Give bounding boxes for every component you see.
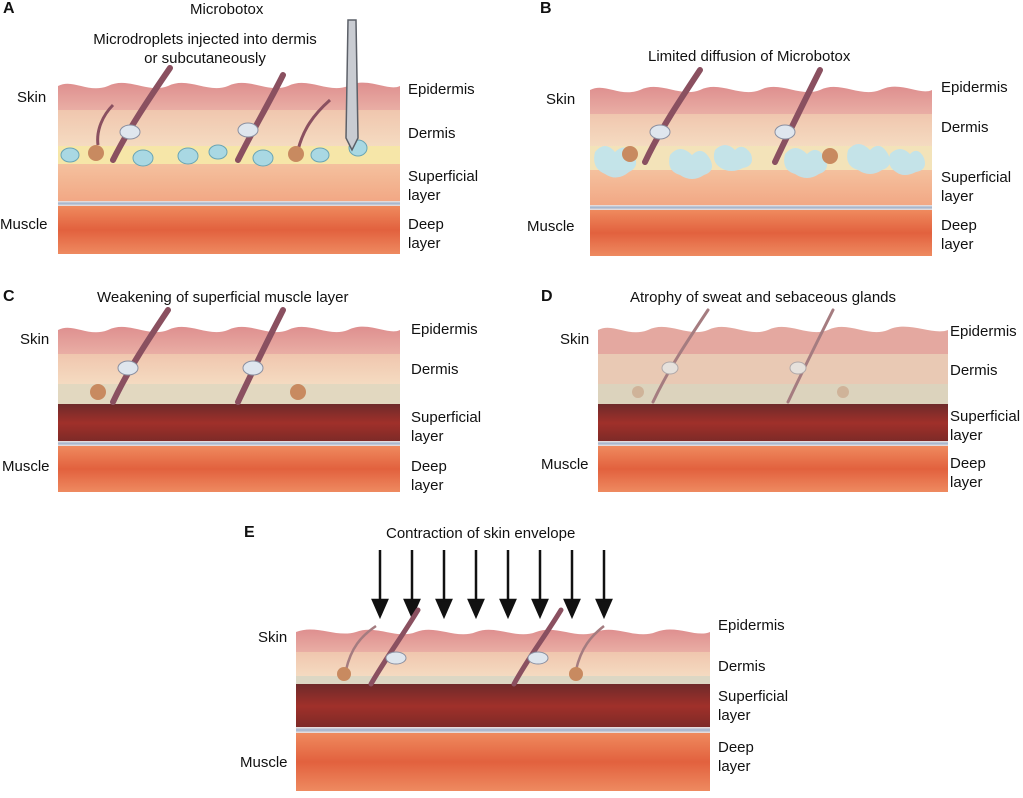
panel-letter: C: [3, 288, 15, 305]
label-epidermis: Epidermis: [408, 81, 475, 98]
label-skin: Skin: [546, 91, 576, 108]
panel-title: Limited diffusion of Microbotox: [648, 48, 851, 65]
sweat-gland-icon: [88, 145, 304, 162]
down-arrow-icon: [499, 550, 517, 620]
sebaceous-gland-icon: [385, 651, 549, 665]
label-dermis: Dermis: [718, 658, 766, 675]
injection-annotation: Microdroplets injected into dermis or su…: [93, 31, 317, 67]
sebaceous-gland-icon: [117, 360, 264, 376]
sebaceous-gland-icon: [649, 124, 796, 140]
label-epidermis: Epidermis: [950, 323, 1017, 340]
label-dermis: Dermis: [408, 125, 456, 142]
label-muscle: Muscle: [527, 218, 575, 235]
down-arrow-icon: [403, 550, 421, 620]
panel-letter: D: [541, 288, 553, 305]
sweat-gland-icon: [90, 384, 306, 400]
panel-letter: A: [3, 0, 15, 17]
label-muscle: Muscle: [240, 754, 288, 771]
down-arrow-icon: [531, 550, 549, 620]
label-dermis: Dermis: [950, 362, 998, 379]
down-arrow-icon: [595, 550, 613, 620]
sebaceous-gland-icon: [661, 361, 807, 375]
panel-title: Atrophy of sweat and sebaceous glands: [630, 289, 897, 306]
diffusion-cloud-icon: [594, 144, 925, 179]
panel-b: B Limited diffusion of Microbotox Skin M…: [510, 0, 1023, 270]
down-arrow-icon: [467, 550, 485, 620]
panel-title: Weakening of superficial muscle layer: [97, 289, 349, 306]
panel-e: E Contraction of skin envelope: [230, 520, 810, 798]
label-epidermis: Epidermis: [941, 79, 1008, 96]
label-muscle: Muscle: [0, 216, 48, 233]
panel-a: A Microbotox Microdroplets injected into…: [0, 0, 500, 270]
hair-follicle-icon: [642, 67, 823, 165]
hair-follicle-icon: [110, 65, 286, 163]
hair-follicle-icon: [651, 308, 835, 404]
skin-cross-section: [590, 67, 932, 256]
label-skin: Skin: [17, 89, 47, 106]
skin-cross-section: [296, 607, 710, 791]
down-arrow-icon: [435, 550, 453, 620]
panel-title: Contraction of skin envelope: [386, 525, 576, 542]
panel-d: D Atrophy of sweat and sebaceous glands …: [510, 282, 1023, 502]
skin-cross-section: [598, 308, 948, 492]
down-arrow-icon: [371, 550, 389, 620]
label-muscle: Muscle: [541, 456, 589, 473]
label-epidermis: Epidermis: [411, 321, 478, 338]
contraction-arrows: [371, 550, 613, 620]
label-skin: Skin: [20, 331, 50, 348]
label-epidermis: Epidermis: [718, 617, 785, 634]
panel-letter: B: [540, 0, 552, 17]
sebaceous-gland-icon: [119, 122, 259, 140]
skin-cross-section: [58, 19, 400, 254]
label-skin: Skin: [560, 331, 590, 348]
hair-follicle-icon: [110, 307, 286, 405]
label-dermis: Dermis: [941, 119, 989, 136]
label-muscle: Muscle: [2, 458, 50, 475]
skin-cross-section: [58, 307, 400, 492]
down-arrow-icon: [563, 550, 581, 620]
sweat-gland-icon: [622, 146, 838, 164]
panel-title: Microbotox: [190, 1, 264, 18]
sweat-gland-icon: [337, 667, 583, 681]
sweat-gland-icon: [632, 386, 849, 398]
label-skin: Skin: [258, 629, 288, 646]
panel-c: C Weakening of superficial muscle layer …: [0, 282, 500, 502]
label-dermis: Dermis: [411, 361, 459, 378]
needle-icon: [345, 19, 359, 152]
panel-letter: E: [244, 524, 255, 541]
hair-follicle-icon: [368, 607, 564, 687]
